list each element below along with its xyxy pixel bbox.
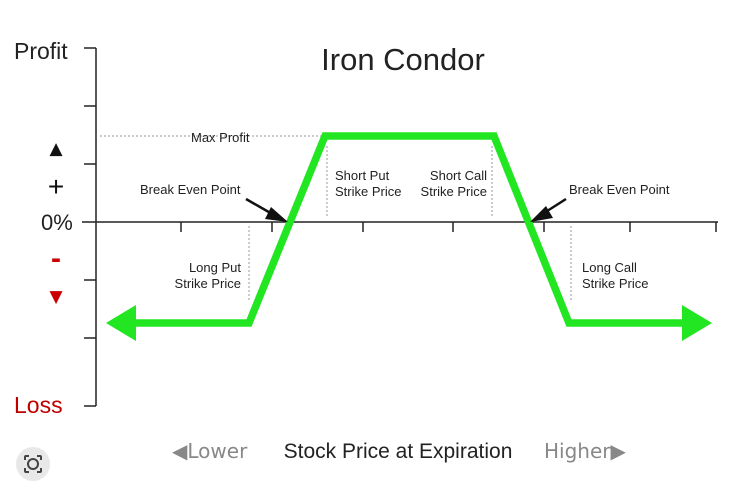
long-put-label-line1: Long Put	[189, 260, 241, 275]
search-lens-icon	[24, 455, 42, 473]
short-put-label-line1: Short Put	[335, 168, 390, 183]
profit-label: Profit	[14, 38, 68, 64]
x-axis-label: Stock Price at Expiration	[284, 440, 513, 463]
down-arrow-icon: ▼	[49, 287, 63, 307]
x-axis-higher-label: Higher▶	[544, 439, 626, 463]
search-lens-button[interactable]	[16, 447, 50, 481]
long-put-label-line2: Strike Price	[175, 276, 241, 291]
left-payoff-arrowhead	[106, 305, 136, 341]
break-even-left-arrow-icon	[245, 197, 288, 222]
long-call-label-line2: Strike Price	[582, 276, 648, 291]
right-payoff-arrowhead	[682, 305, 712, 341]
x-axis-ticks	[180, 222, 717, 232]
zero-percent-label: 0%	[41, 210, 73, 235]
break-even-right-arrow-icon	[530, 197, 567, 222]
short-put-label-line2: Strike Price	[335, 184, 401, 199]
break-even-left-label: Break Even Point	[140, 182, 241, 197]
up-arrow-icon: ▲	[49, 139, 63, 159]
diagram-title: Iron Condor	[321, 42, 485, 77]
max-profit-label: Max Profit	[191, 130, 250, 145]
short-call-label-line1: Short Call	[430, 168, 487, 183]
y-axis-ticks	[84, 47, 96, 407]
x-axis-lower-label: ◀Lower	[172, 439, 248, 463]
payoff-line	[130, 132, 690, 327]
short-call-label-line2: Strike Price	[421, 184, 487, 199]
break-even-right-label: Break Even Point	[569, 182, 670, 197]
minus-sign: -	[51, 242, 61, 275]
long-call-label-line1: Long Call	[582, 260, 637, 275]
loss-label: Loss	[14, 392, 63, 418]
dotted-guides	[100, 135, 572, 300]
plus-sign: +	[48, 171, 64, 202]
